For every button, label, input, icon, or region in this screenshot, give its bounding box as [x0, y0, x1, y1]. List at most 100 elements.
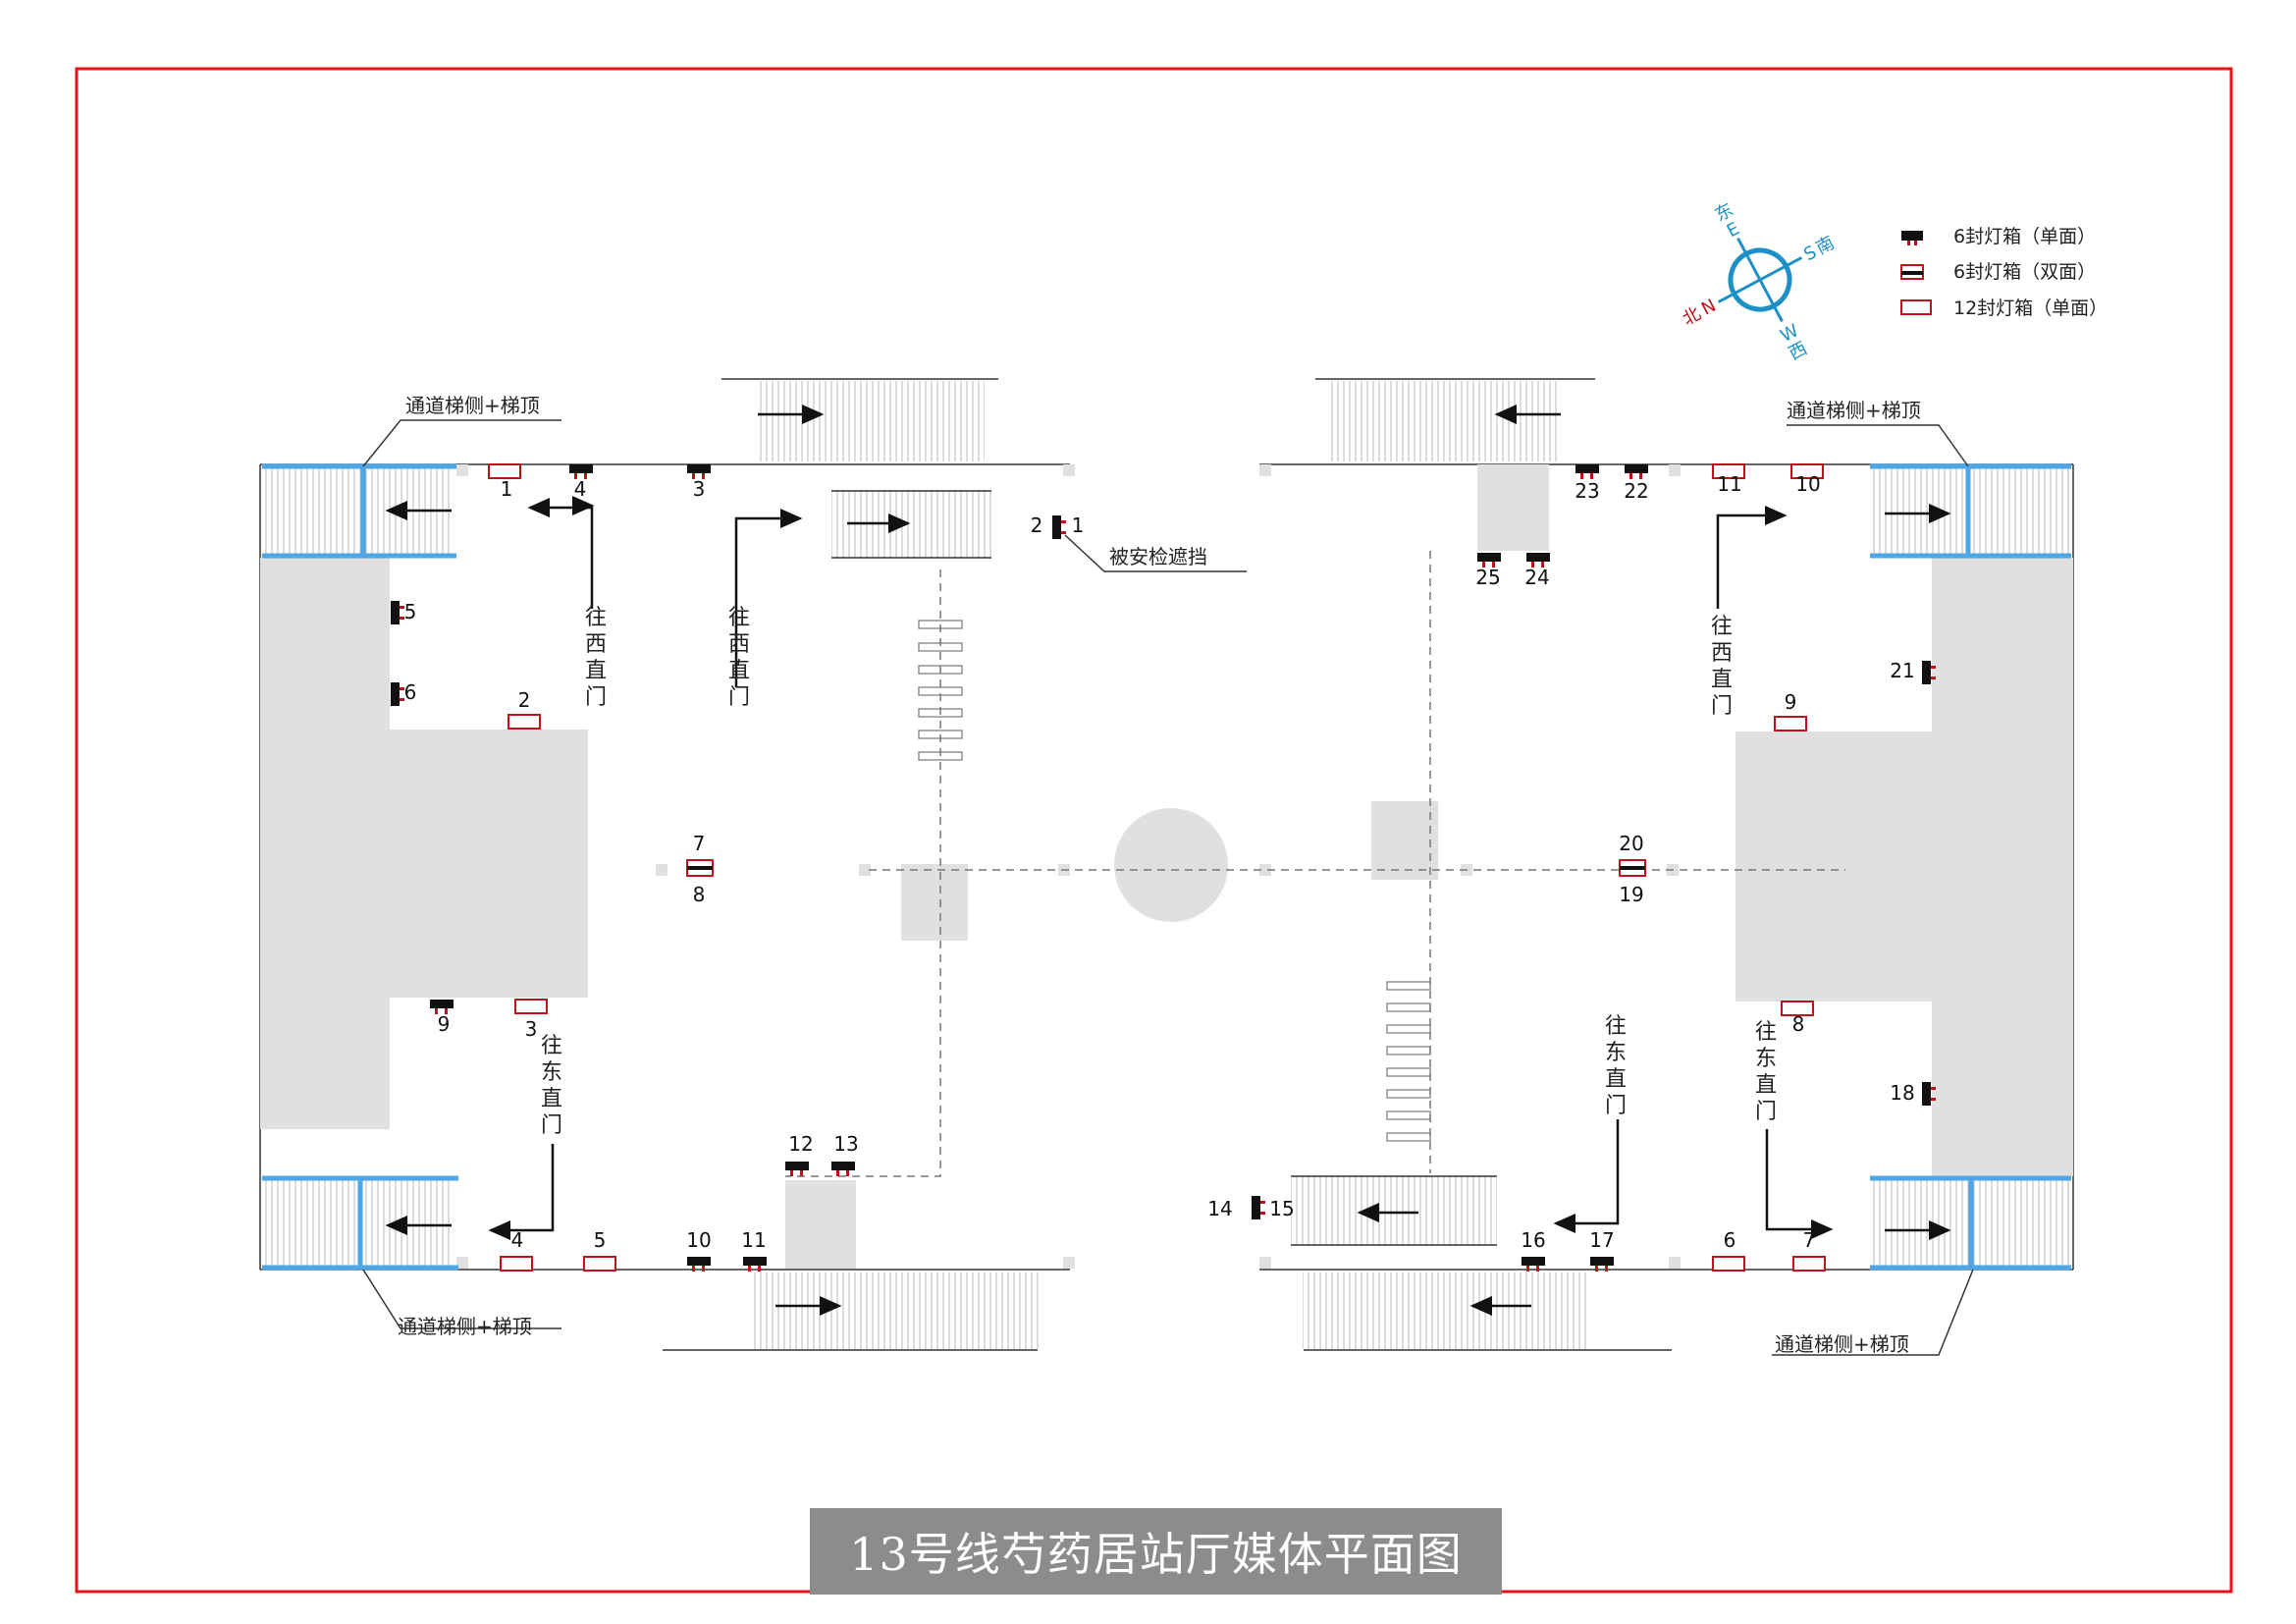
leader-lines: [362, 419, 1974, 1356]
compass: E 东 S 南 W 西 N 北: [1680, 199, 1839, 364]
box-number: 4: [574, 477, 587, 501]
light-box-b10: 10: [1790, 463, 1824, 496]
legend-icon-double6: [1900, 264, 1924, 280]
light-box-b11: 11: [1712, 463, 1745, 496]
direction-east-3: 东: [1755, 1047, 1777, 1071]
dashed-paths: [785, 551, 1845, 1177]
direction-west-3: 直: [1711, 668, 1733, 692]
glass-rails: [262, 463, 2071, 1271]
light-box-b3: 3: [514, 999, 548, 1041]
box-number: 2: [1031, 514, 1043, 537]
queue-rung: [1386, 1089, 1431, 1099]
light-box-n5: 5: [391, 600, 416, 624]
direction-east-3: 往: [1755, 1020, 1777, 1045]
light-box-n17: 17: [1589, 1228, 1615, 1272]
legend-icon-single6: [1901, 231, 1923, 245]
box-number: 3: [525, 1017, 538, 1041]
box-number: 20: [1619, 832, 1643, 855]
direction-west-2: 西: [728, 632, 750, 657]
queue-rung: [918, 686, 963, 696]
light-box-n24: 24: [1524, 553, 1550, 589]
box-number: 25: [1475, 566, 1500, 589]
box-number: 22: [1624, 479, 1648, 503]
direction-east-3: 门: [1755, 1100, 1777, 1124]
queue-rung: [918, 708, 963, 718]
box-number: 6: [1724, 1228, 1736, 1252]
light-box-n14: 14: [1207, 1196, 1265, 1220]
box-number: 4: [511, 1228, 524, 1252]
box-number: 16: [1521, 1228, 1545, 1252]
box-number: 13: [833, 1132, 858, 1156]
legend-icon-single12: [1900, 299, 1932, 315]
box-number: 9: [438, 1012, 451, 1036]
box-number: 17: [1589, 1228, 1614, 1252]
direction-east-2: 东: [1605, 1041, 1627, 1065]
direction-west-1: 西: [585, 632, 607, 657]
direction-west-1: 门: [585, 685, 607, 710]
box-number: 14: [1207, 1197, 1232, 1220]
light-box-n3: 3: [687, 464, 711, 501]
box-number: 19: [1619, 883, 1643, 906]
legend-label-single12: 12封灯箱（单面）: [1953, 298, 2108, 319]
direction-west-1: 往: [585, 606, 607, 630]
box-number: 18: [1890, 1081, 1914, 1105]
direction-east-1: 往: [541, 1034, 562, 1058]
stair-label-top-right: 通道梯侧+梯顶: [1787, 399, 1921, 422]
box-number: 11: [741, 1228, 766, 1252]
box-number: 8: [693, 883, 706, 906]
queue-rung: [918, 642, 963, 652]
light-box-n18: 18: [1890, 1081, 1936, 1106]
light-box-n2: 2: [1031, 514, 1066, 539]
queue-rung: [918, 751, 963, 761]
legend-label-single6: 6封灯箱（单面）: [1953, 226, 2096, 247]
box-number: 1: [501, 477, 513, 501]
box-number: 8: [1792, 1012, 1805, 1036]
stair-edges: [831, 490, 1497, 1246]
box-number: 2: [518, 688, 531, 712]
direction-west-1: 直: [585, 659, 607, 683]
light-box-b6: 6: [1712, 1228, 1745, 1272]
page-title: 13号线芍药居站厅媒体平面图: [849, 1528, 1463, 1581]
box-number: 9: [1785, 690, 1797, 714]
box-number: 5: [404, 600, 417, 623]
queue-rungs: [918, 620, 1431, 1142]
direction-west-2: 门: [728, 685, 750, 710]
stair-label-top-left: 通道梯侧+梯顶: [405, 394, 540, 417]
box-number: 15: [1269, 1197, 1294, 1220]
box-number: 6: [404, 680, 417, 704]
light-box-n13: 13: [831, 1132, 859, 1176]
box-number: 12: [788, 1132, 813, 1156]
direction-east-1: 东: [541, 1060, 562, 1085]
box-number: 24: [1524, 566, 1549, 589]
direction-east-1: 直: [541, 1087, 562, 1111]
light-box-n20: 20: [1619, 832, 1646, 877]
direction-west-3: 西: [1711, 641, 1733, 666]
queue-rung: [918, 730, 963, 739]
box-number: 3: [693, 477, 706, 501]
queue-rung: [1386, 1024, 1431, 1034]
direction-west-2: 直: [728, 659, 750, 683]
light-box-n9: 9: [430, 1000, 454, 1036]
queue-rung: [1386, 1067, 1431, 1077]
light-box-n25: 25: [1475, 553, 1501, 589]
box-number: 10: [1795, 472, 1820, 496]
light-box-b8: 8: [1781, 1001, 1814, 1036]
direction-west-2: 往: [728, 606, 750, 630]
light-box-n10: 10: [686, 1228, 712, 1272]
blocked-note: 被安检遮挡: [1109, 545, 1207, 568]
legend: 6封灯箱（单面） 6封灯箱（双面） 12封灯箱（单面）: [1900, 226, 2108, 319]
box-number: 11: [1717, 472, 1741, 496]
light-box-n23: 23: [1575, 464, 1600, 503]
queue-rung: [1386, 1110, 1431, 1120]
box-number: 1: [1072, 514, 1085, 537]
queue-rung: [918, 620, 963, 629]
queue-rung: [1386, 1002, 1431, 1012]
stair-label-bottom-left: 通道梯侧+梯顶: [398, 1315, 532, 1338]
box-number: 21: [1890, 659, 1914, 682]
light-box-n11: 11: [741, 1228, 767, 1272]
direction-east-1: 门: [541, 1113, 562, 1138]
direction-east-2: 门: [1605, 1094, 1627, 1118]
light-box-n21: 21: [1890, 659, 1936, 684]
box-number: 23: [1575, 479, 1599, 503]
